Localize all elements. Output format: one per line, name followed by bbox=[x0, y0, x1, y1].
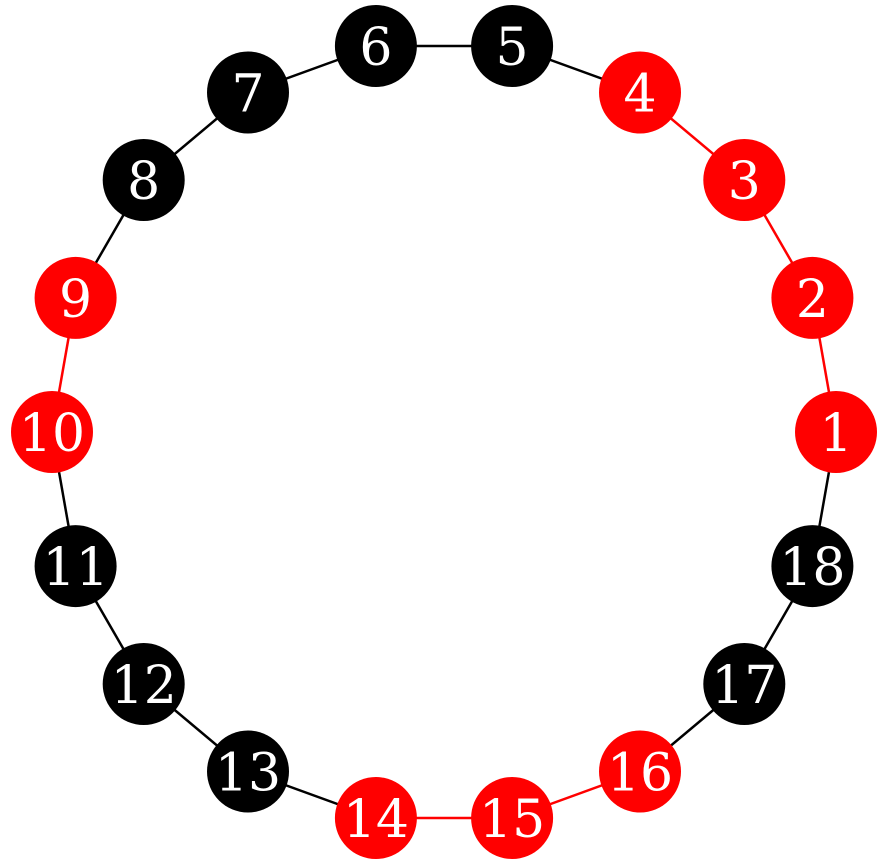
node-17: 17 bbox=[703, 643, 786, 725]
node-18: 18 bbox=[771, 525, 854, 608]
node-circle bbox=[771, 256, 854, 339]
node-label: 18 bbox=[779, 538, 845, 598]
node-1: 1 bbox=[795, 391, 877, 473]
node-label: 13 bbox=[215, 744, 281, 804]
node-circle bbox=[334, 777, 417, 859]
node-circle bbox=[207, 730, 289, 813]
node-circle bbox=[102, 643, 185, 725]
node-label: 9 bbox=[59, 270, 92, 330]
node-6: 6 bbox=[334, 5, 417, 87]
node-label: 12 bbox=[111, 656, 177, 716]
node-circle bbox=[471, 777, 554, 859]
node-16: 16 bbox=[599, 730, 681, 813]
node-8: 8 bbox=[102, 139, 185, 221]
node-circle bbox=[102, 139, 185, 221]
node-15: 15 bbox=[471, 777, 554, 859]
node-13: 13 bbox=[207, 730, 289, 813]
node-circle bbox=[599, 51, 681, 134]
node-label: 16 bbox=[607, 744, 673, 804]
node-label: 1 bbox=[819, 404, 852, 464]
node-label: 7 bbox=[231, 65, 264, 125]
node-12: 12 bbox=[102, 643, 185, 725]
node-9: 9 bbox=[34, 256, 117, 339]
node-label: 2 bbox=[796, 270, 829, 330]
node-circle bbox=[11, 391, 93, 473]
node-circle bbox=[703, 139, 786, 221]
node-label: 3 bbox=[728, 152, 761, 212]
node-circle bbox=[471, 5, 554, 87]
node-label: 8 bbox=[127, 152, 160, 212]
node-circle bbox=[771, 525, 854, 608]
node-label: 5 bbox=[496, 18, 529, 78]
node-10: 10 bbox=[11, 391, 93, 473]
node-3: 3 bbox=[703, 139, 786, 221]
node-label: 11 bbox=[43, 538, 109, 598]
node-2: 2 bbox=[771, 256, 854, 339]
node-4: 4 bbox=[599, 51, 681, 134]
node-circle bbox=[207, 51, 289, 134]
node-circle bbox=[599, 730, 681, 813]
node-label: 10 bbox=[19, 404, 85, 464]
node-label: 17 bbox=[711, 656, 777, 716]
node-14: 14 bbox=[334, 777, 417, 859]
node-circle bbox=[703, 643, 786, 725]
node-label: 4 bbox=[623, 65, 656, 125]
node-11: 11 bbox=[34, 525, 117, 608]
node-label: 15 bbox=[479, 790, 545, 850]
node-circle bbox=[795, 391, 877, 473]
node-circle bbox=[34, 256, 117, 339]
node-label: 14 bbox=[343, 790, 409, 850]
node-label: 6 bbox=[359, 18, 392, 78]
node-5: 5 bbox=[471, 5, 554, 87]
node-circle bbox=[34, 525, 117, 608]
node-7: 7 bbox=[207, 51, 289, 134]
node-circle bbox=[334, 5, 417, 87]
